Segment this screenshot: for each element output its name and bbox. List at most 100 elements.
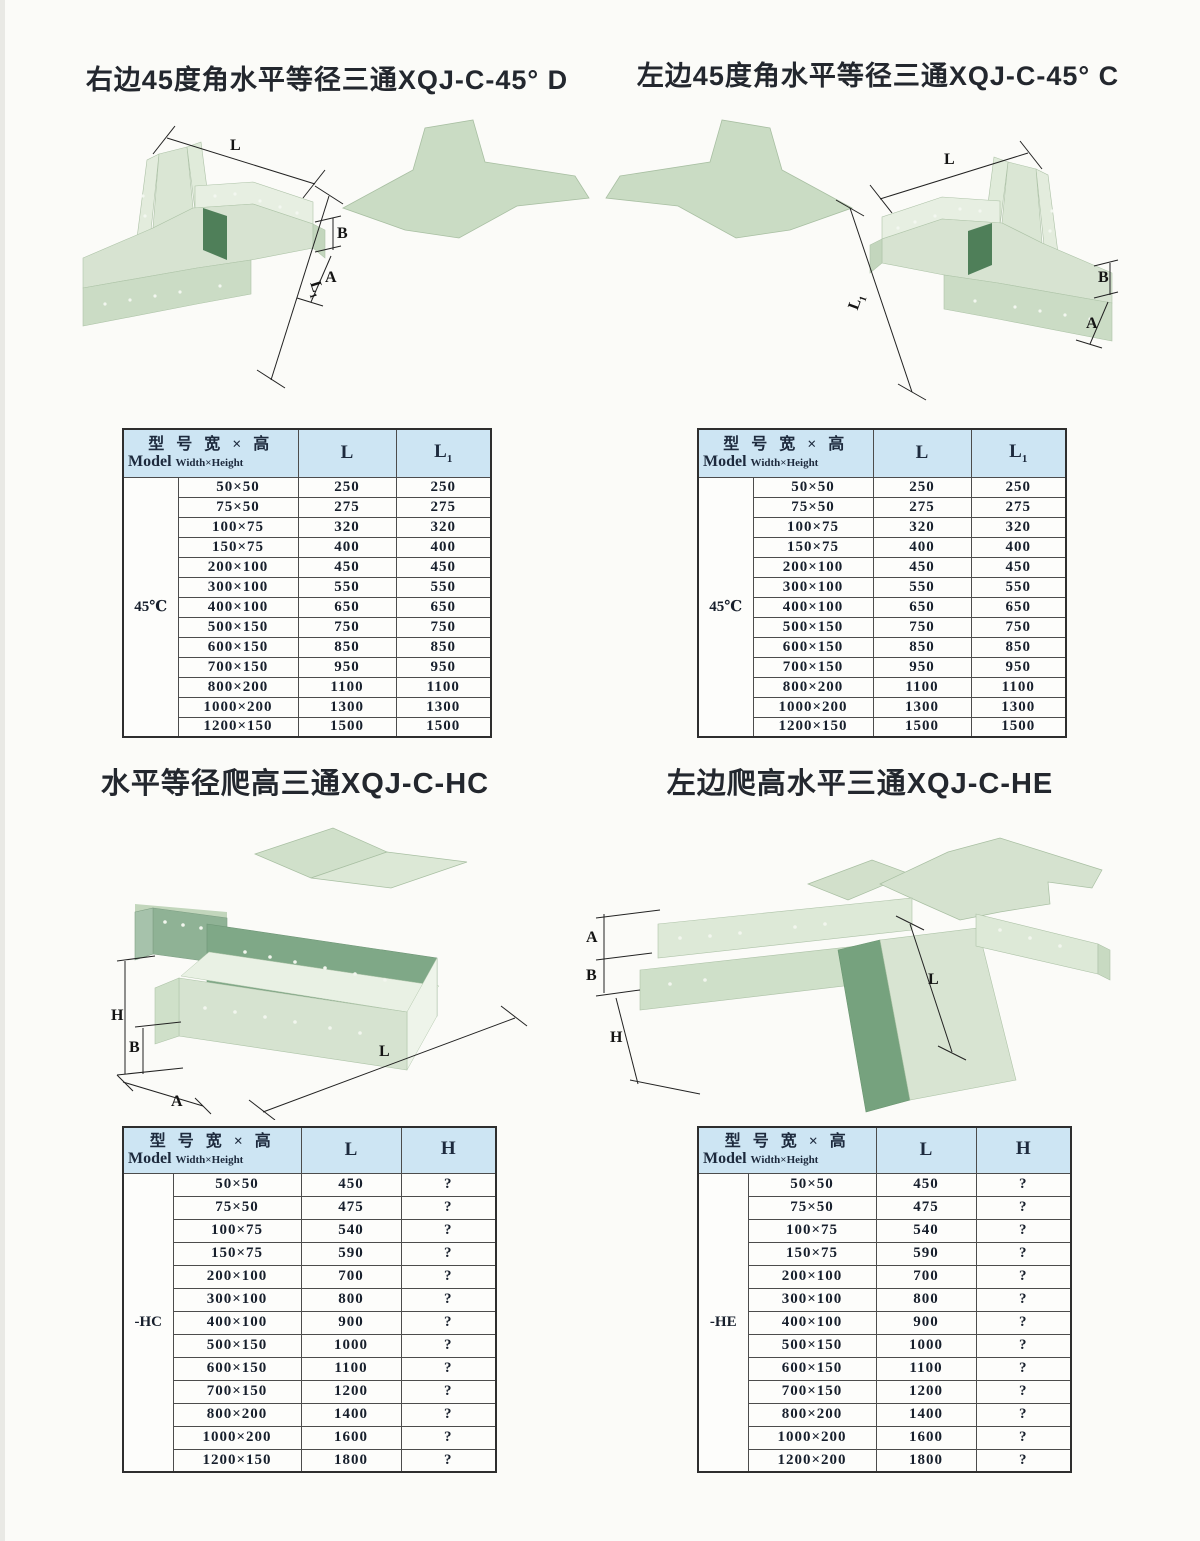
size-cell: 700×150 — [752, 656, 874, 678]
dim-label-a: A — [1086, 315, 1098, 332]
value-cell: 1300 — [970, 696, 1067, 718]
value-cell: 1100 — [970, 676, 1067, 698]
model-label: 45℃ — [697, 476, 754, 738]
size-cell: 500×150 — [177, 616, 299, 638]
size-cell: 1000×200 — [752, 696, 874, 718]
value-cell: 1000 — [875, 1333, 977, 1358]
section-title-45d: 右边45度角水平等径三通XQJ-C-45° D — [85, 65, 569, 95]
value-cell: ? — [975, 1218, 1072, 1243]
value-cell: 1500 — [395, 716, 492, 738]
value-cell: 800 — [300, 1287, 402, 1312]
col-l-header: L — [875, 1126, 977, 1174]
value-cell: 550 — [970, 576, 1067, 598]
value-cell: 450 — [872, 556, 972, 578]
size-cell: 600×150 — [172, 1356, 302, 1381]
size-cell: 1000×200 — [172, 1425, 302, 1450]
diagram-he: A B H L — [580, 812, 1120, 1120]
dim-label-h: H — [111, 1007, 124, 1024]
value-cell: ? — [400, 1333, 497, 1358]
size-cell: 400×100 — [752, 596, 874, 618]
size-cell: 50×50 — [747, 1172, 877, 1197]
dim-label-b: B — [1098, 269, 1109, 286]
value-cell: ? — [975, 1425, 1072, 1450]
value-cell: 1600 — [300, 1425, 402, 1450]
value-cell: ? — [400, 1218, 497, 1243]
size-cell: 75×50 — [747, 1195, 877, 1220]
size-cell: 800×200 — [752, 676, 874, 698]
size-cell: 150×75 — [172, 1241, 302, 1266]
value-cell: 1100 — [872, 676, 972, 698]
value-cell: 650 — [395, 596, 492, 618]
size-cell: 100×75 — [752, 516, 874, 538]
dim-label-b: B — [586, 967, 597, 984]
value-cell: ? — [975, 1379, 1072, 1404]
dim-label-l: L — [379, 1043, 390, 1060]
col-2-header: H — [975, 1126, 1072, 1174]
dim-label-b: B — [129, 1039, 140, 1056]
size-cell: 1200×150 — [172, 1448, 302, 1473]
value-cell: 250 — [970, 476, 1067, 498]
value-cell: ? — [400, 1241, 497, 1266]
value-cell: 400 — [395, 536, 492, 558]
value-cell: 1500 — [872, 716, 972, 738]
dark-divider — [968, 223, 992, 275]
value-cell: ? — [400, 1448, 497, 1473]
value-cell: 540 — [300, 1218, 402, 1243]
value-cell: 950 — [872, 656, 972, 678]
value-cell: ? — [975, 1172, 1072, 1197]
value-cell: 750 — [297, 616, 397, 638]
header-cn: 型 号 宽 × 高 — [724, 1133, 850, 1151]
value-cell: ? — [975, 1195, 1072, 1220]
branch-end-cap — [134, 907, 154, 961]
value-cell: ? — [400, 1264, 497, 1289]
tee-45c-drawing — [605, 119, 1119, 401]
value-cell: 1400 — [300, 1402, 402, 1427]
col-2-header: L1 — [395, 428, 492, 478]
value-cell: 550 — [297, 576, 397, 598]
value-cell: 700 — [300, 1264, 402, 1289]
size-cell: 200×100 — [752, 556, 874, 578]
right-far-panel — [975, 913, 1099, 975]
col-2-header: L1 — [970, 428, 1067, 478]
size-cell: 400×100 — [177, 596, 299, 618]
header-cn: 型 号 宽 × 高 — [723, 436, 849, 454]
size-cell: 1000×200 — [747, 1425, 877, 1450]
value-cell: 1200 — [300, 1379, 402, 1404]
value-cell: 275 — [297, 496, 397, 518]
diagram-45c: L L1 B A — [600, 108, 1120, 420]
value-cell: 850 — [297, 636, 397, 658]
value-cell: 1300 — [872, 696, 972, 718]
value-cell: 400 — [970, 536, 1067, 558]
value-cell: 320 — [872, 516, 972, 538]
value-cell: 1000 — [300, 1333, 402, 1358]
value-cell: 1600 — [875, 1425, 977, 1450]
value-cell: 275 — [395, 496, 492, 518]
model-label: 45℃ — [122, 476, 179, 738]
header-en-model: Model — [128, 1150, 172, 1168]
value-cell: 900 — [300, 1310, 402, 1335]
value-cell: 1200 — [875, 1379, 977, 1404]
value-cell: 275 — [970, 496, 1067, 518]
size-cell: 700×150 — [177, 656, 299, 678]
size-cell: 500×150 — [747, 1333, 877, 1358]
size-cell: 75×50 — [177, 496, 299, 518]
cover-wing — [310, 851, 468, 889]
value-cell: 320 — [297, 516, 397, 538]
value-cell: ? — [400, 1287, 497, 1312]
